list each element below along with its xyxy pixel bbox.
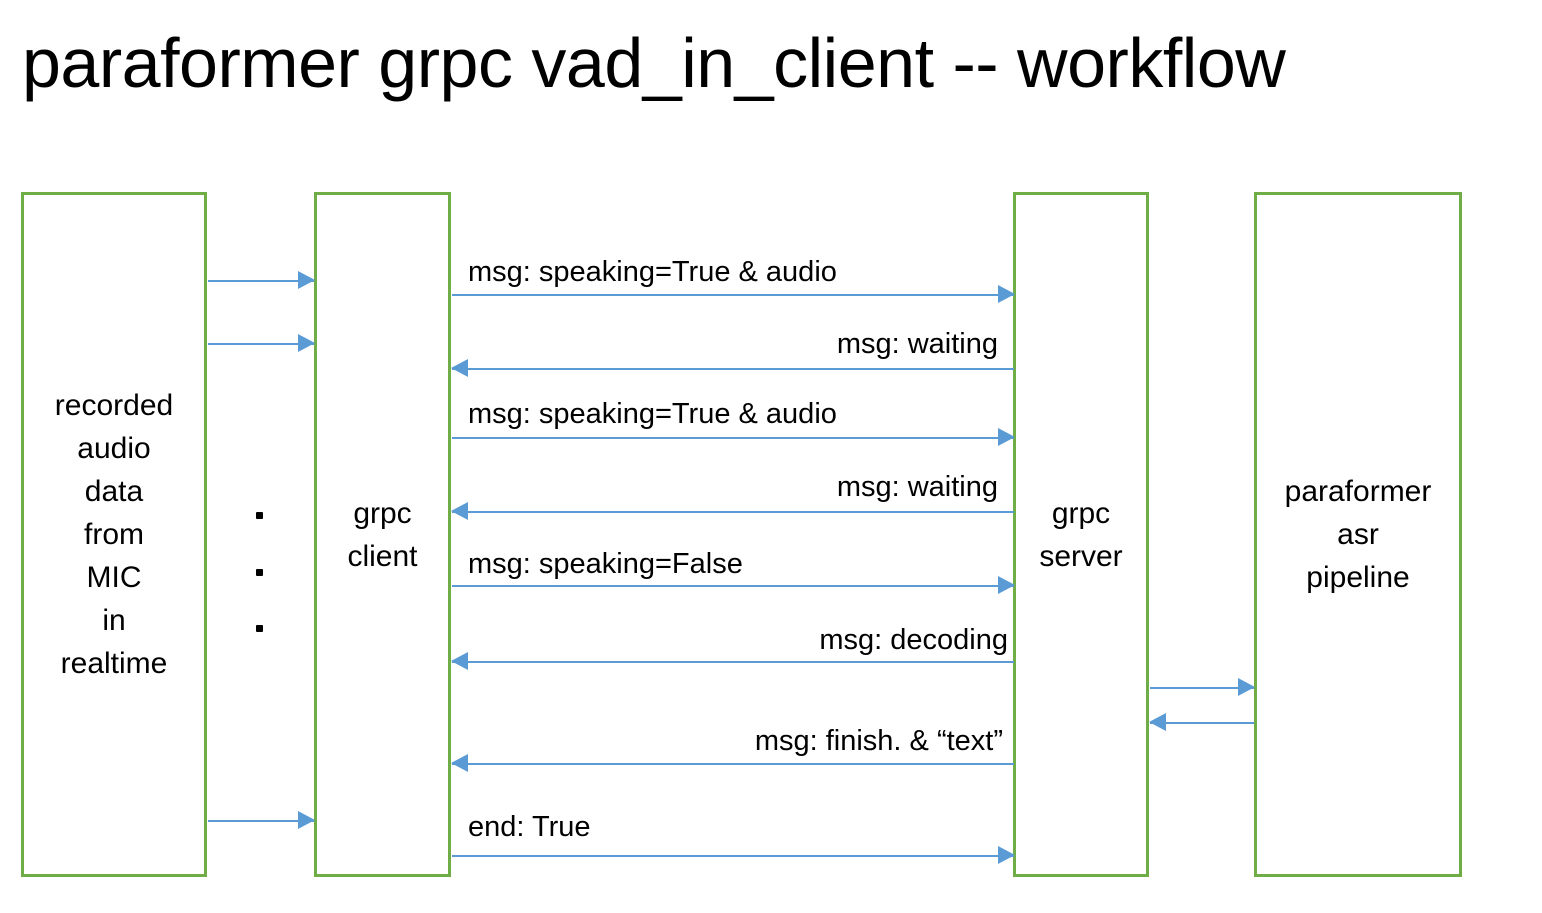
arrow-shaft [1150, 687, 1254, 689]
arrow-mic-to-client-1 [208, 271, 315, 289]
participant-paraformer-asr-pipeline: paraformer asr pipeline [1254, 192, 1462, 877]
arrowhead-left-icon [1149, 713, 1166, 731]
message-label-5: msg: speaking=False [468, 548, 743, 580]
arrow-server-to-client-3 [451, 652, 1014, 670]
message-label-3: msg: speaking=True & audio [468, 398, 837, 430]
participant-label-server: grpc server [1039, 496, 1123, 573]
arrow-shaft [208, 280, 314, 282]
arrow-asr-to-server [1149, 713, 1254, 731]
ellipsis-dot [255, 625, 263, 632]
arrowhead-right-icon [298, 811, 315, 829]
arrow-shaft [452, 661, 1014, 663]
arrow-shaft [208, 820, 314, 822]
arrow-server-to-client-4 [451, 754, 1014, 772]
arrow-shaft [452, 585, 1014, 587]
participant-recorded-audio: recorded audio data from MIC in realtime [21, 192, 207, 877]
message-label-6: msg: decoding [819, 624, 1008, 656]
vertical-ellipsis [248, 512, 270, 632]
arrow-client-to-server-4 [452, 846, 1015, 864]
arrowhead-right-icon [298, 334, 315, 352]
arrowhead-left-icon [451, 652, 468, 670]
participant-grpc-client: grpc client [314, 192, 451, 877]
arrow-shaft [452, 511, 1014, 513]
participant-grpc-server: grpc server [1013, 192, 1149, 877]
arrow-client-to-server-2 [452, 428, 1015, 446]
arrowhead-right-icon [298, 271, 315, 289]
arrow-shaft [452, 763, 1014, 765]
message-label-1: msg: speaking=True & audio [468, 256, 837, 288]
ellipsis-dot [255, 512, 263, 519]
arrow-shaft [452, 368, 1014, 370]
arrowhead-right-icon [998, 576, 1015, 594]
arrow-server-to-asr [1150, 678, 1255, 696]
arrow-client-to-server-1 [452, 285, 1015, 303]
arrowhead-left-icon [451, 359, 468, 377]
message-label-7: msg: finish. & “text” [754, 725, 1003, 757]
participant-label-mic: recorded audio data from MIC in realtime [54, 389, 174, 680]
message-label-4: msg: waiting [836, 471, 998, 503]
arrowhead-left-icon [451, 754, 468, 772]
arrowhead-right-icon [998, 285, 1015, 303]
arrow-shaft [452, 855, 1014, 857]
arrowhead-right-icon [998, 846, 1015, 864]
arrowhead-right-icon [998, 428, 1015, 446]
arrow-shaft [452, 437, 1014, 439]
arrow-server-to-client-2 [451, 502, 1014, 520]
ellipsis-dot [255, 568, 263, 576]
arrow-server-to-client-1 [451, 359, 1014, 377]
arrow-mic-to-client-2 [208, 334, 315, 352]
arrow-shaft [1150, 722, 1254, 724]
arrowhead-right-icon [1238, 678, 1255, 696]
arrowhead-left-icon [451, 502, 468, 520]
participant-label-asr: paraformer asr pipeline [1284, 475, 1432, 594]
page-title: paraformer grpc vad_in_client -- workflo… [22, 24, 1286, 102]
arrow-shaft [452, 294, 1014, 296]
arrow-mic-to-client-3 [208, 811, 315, 829]
arrow-shaft [208, 343, 314, 345]
participant-label-client: grpc client [347, 496, 418, 573]
message-label-8: end: True [468, 811, 591, 843]
message-label-2: msg: waiting [836, 328, 998, 360]
arrow-client-to-server-3 [452, 576, 1015, 594]
